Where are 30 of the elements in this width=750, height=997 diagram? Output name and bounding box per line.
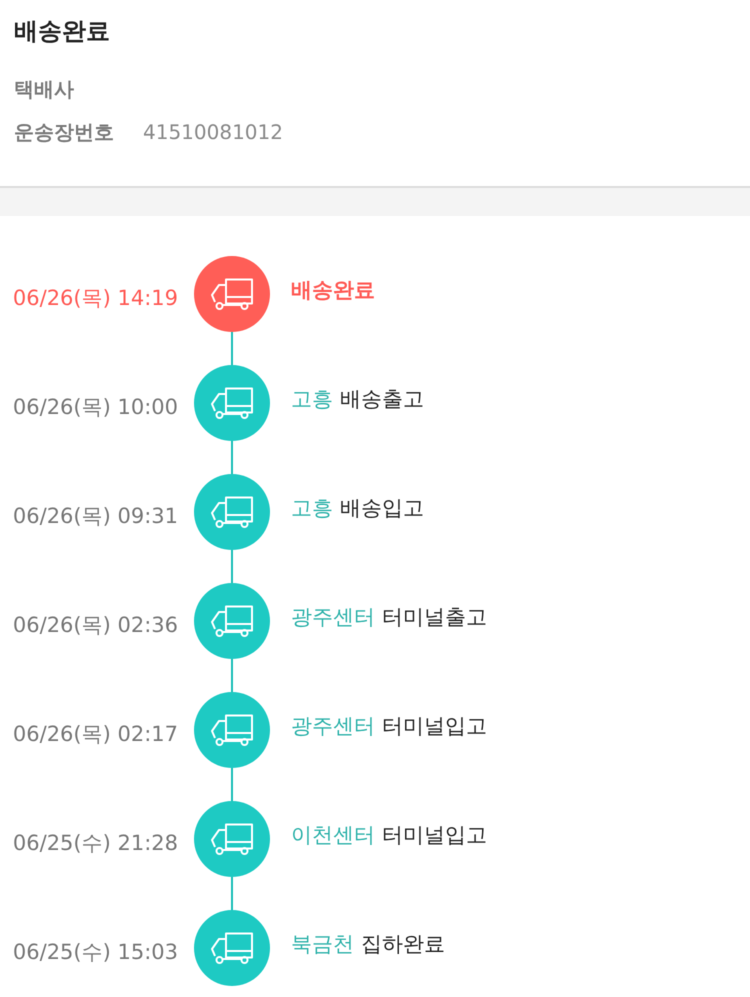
connector-line [231, 332, 233, 365]
status-text: 배송완료 [291, 277, 375, 304]
timestamp: 06/25(수) 15:03 [12, 939, 178, 966]
connector-line [231, 659, 233, 692]
field-label: 택배사 [14, 76, 74, 103]
tracking-number: 41510081012 [143, 119, 283, 146]
page-title: 배송완료 [14, 16, 110, 47]
connector-line [231, 768, 233, 801]
location-name: 고흥 [291, 386, 333, 413]
connector-line [231, 550, 233, 583]
timestamp: 06/26(목) 14:19 [12, 285, 178, 312]
location-name: 고흥 [291, 495, 333, 522]
status-text: 터미널입고 [382, 822, 487, 849]
location-name: 광주센터 [291, 713, 375, 740]
connector-line [231, 441, 233, 474]
status-text: 터미널출고 [382, 604, 487, 631]
connector-line [231, 877, 233, 910]
timestamp: 06/26(목) 09:31 [12, 503, 178, 530]
location-name: 북금천 [291, 931, 354, 958]
location-name: 광주센터 [291, 604, 375, 631]
timestamp: 06/26(목) 02:36 [12, 612, 178, 639]
field-label: 운송장번호 [14, 119, 114, 146]
status-text: 배송출고 [340, 386, 424, 413]
status-text: 터미널입고 [382, 713, 487, 740]
timestamp: 06/26(목) 10:00 [12, 394, 178, 421]
status-text: 배송입고 [340, 495, 424, 522]
timestamp: 06/26(목) 02:17 [12, 721, 178, 748]
location-name: 이천센터 [291, 822, 375, 849]
timestamp: 06/25(수) 21:28 [12, 830, 178, 857]
status-text: 집하완료 [361, 931, 445, 958]
